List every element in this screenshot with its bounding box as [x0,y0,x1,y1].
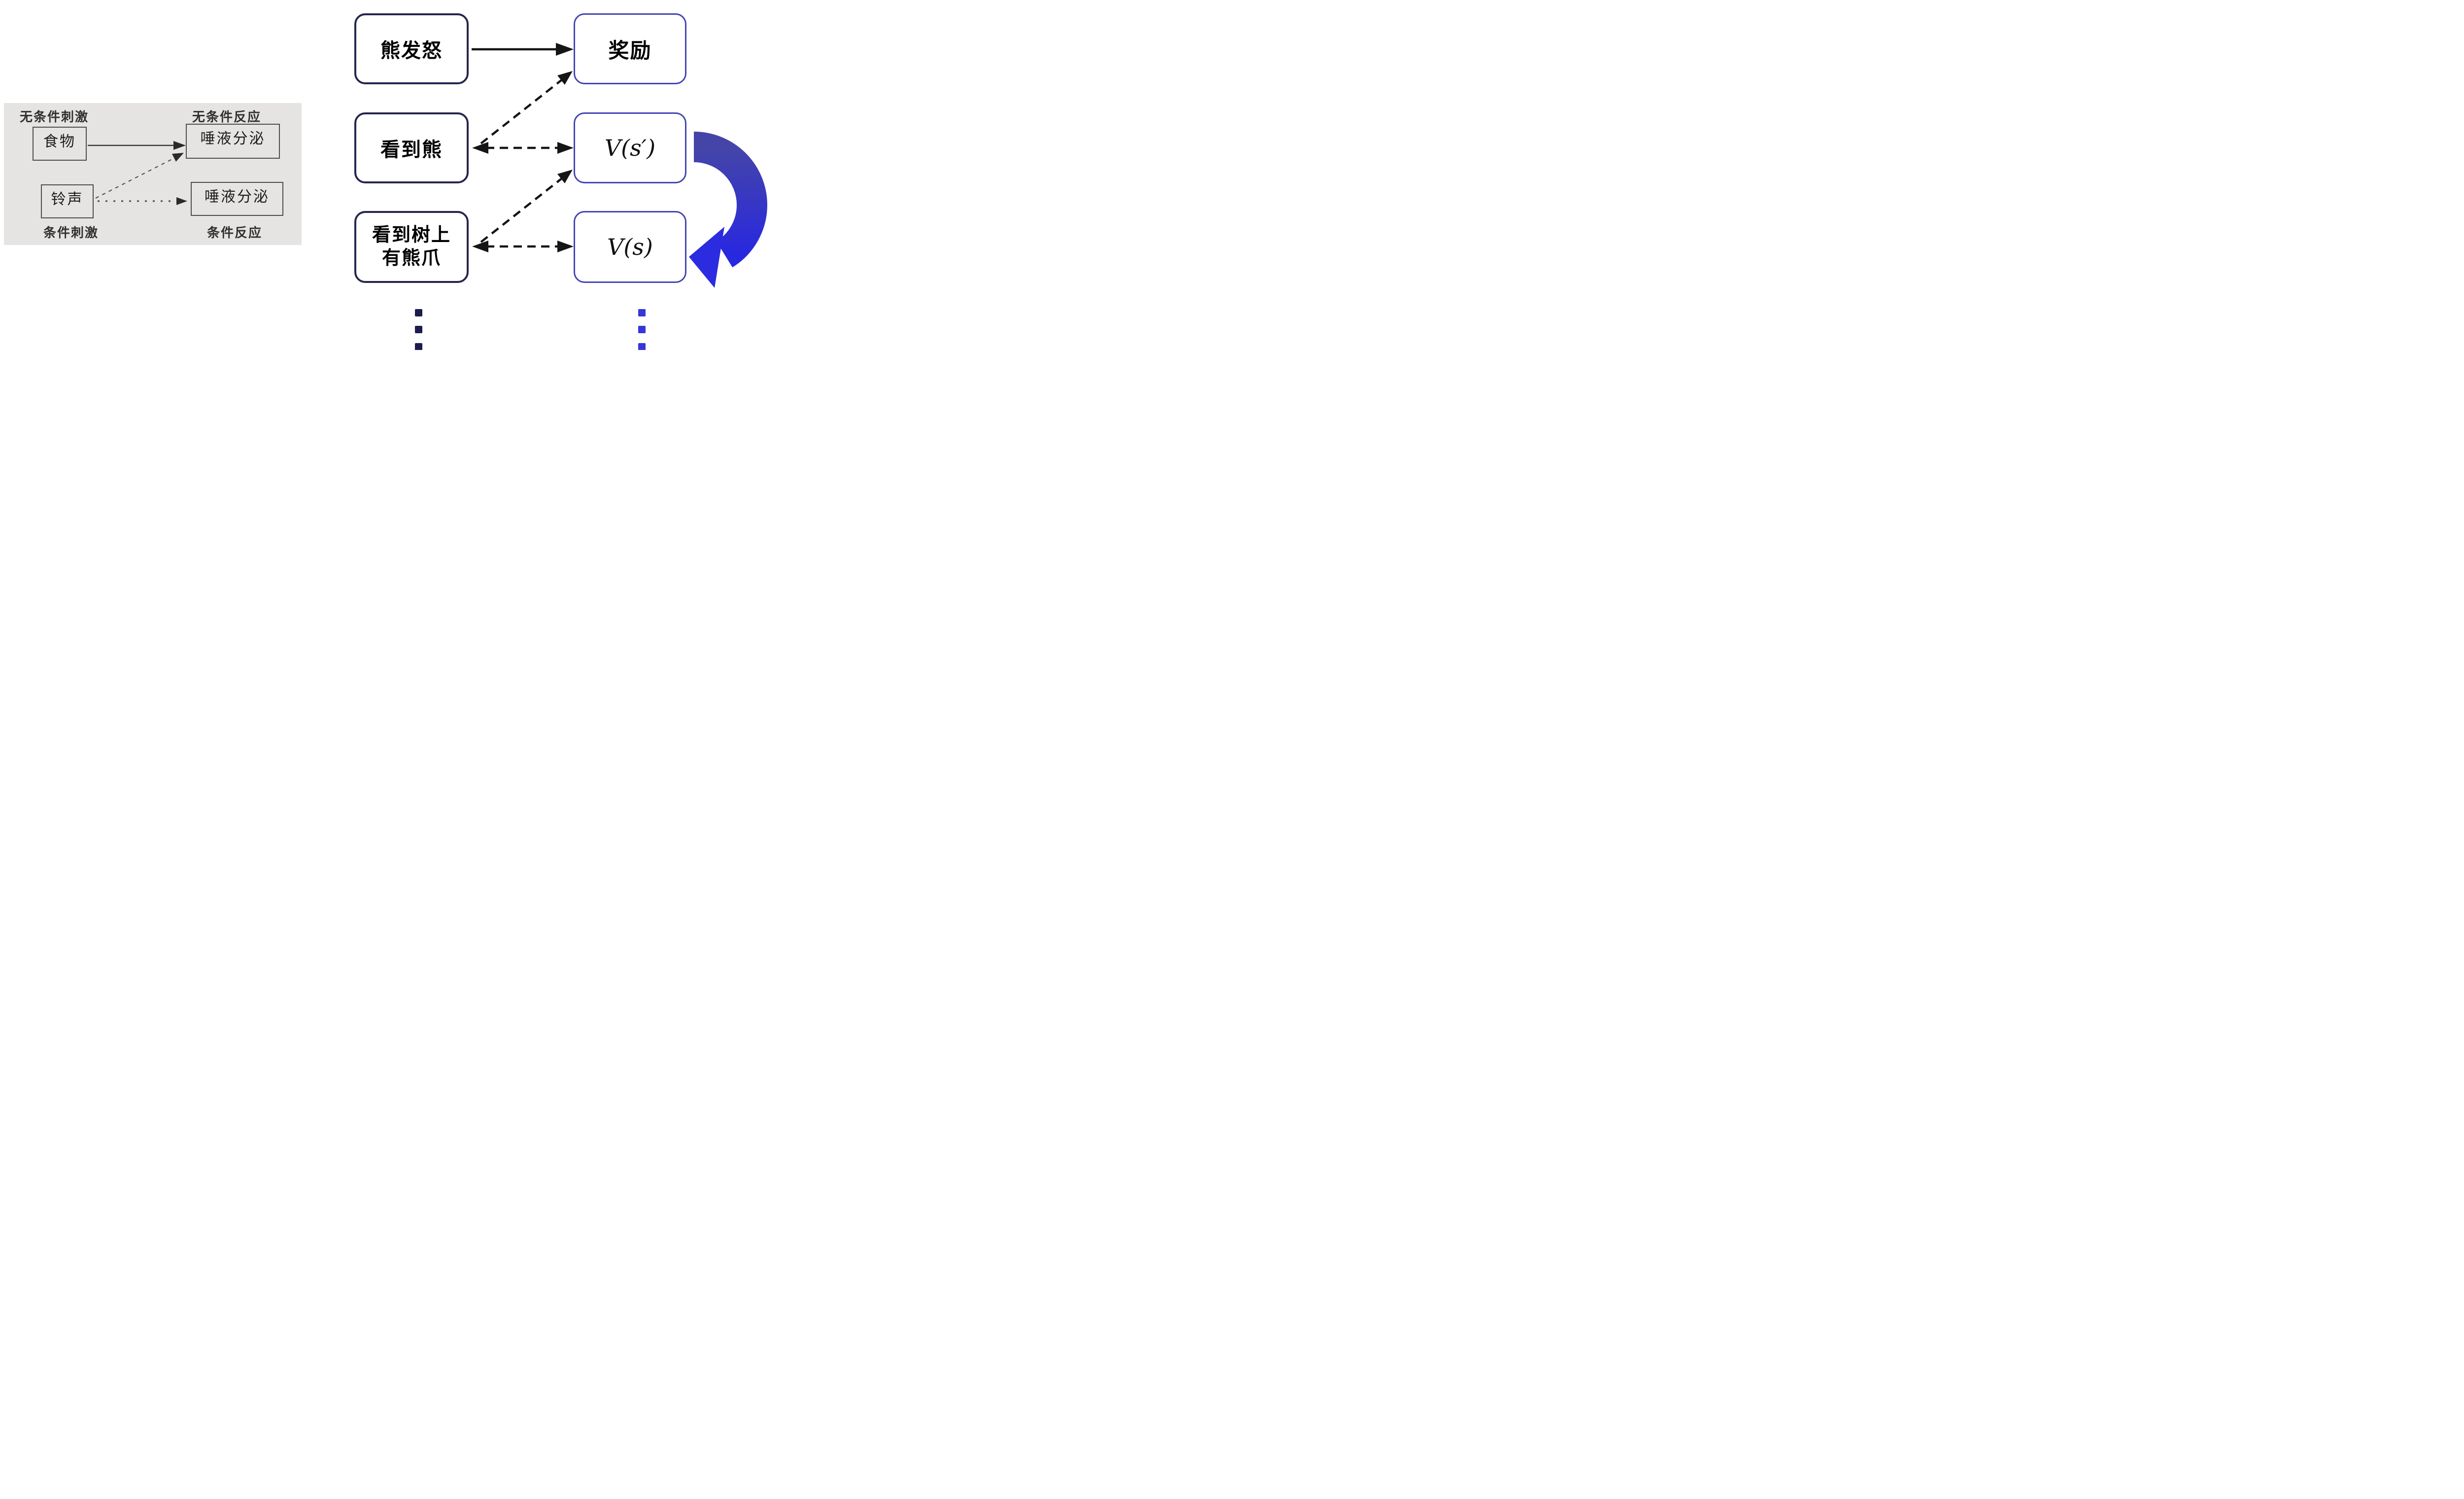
dashed-arrow-see-claw-to-vsprime [480,170,573,243]
node-see-bear-label: 看到熊 [380,139,443,161]
unconditioned-stimulus-label: 无条件刺激 [20,109,89,124]
dashed-arrow-bell-to-salivation-bottom [98,197,187,205]
node-v-s-label: V(s) [607,234,653,260]
arrow-bear-angry-to-reward [472,43,574,56]
ellipsis-dot [415,326,422,333]
node-see-claw-label: 看到树上 有熊爪 [372,224,451,271]
node-see-claw-line2: 有熊爪 [381,248,441,269]
dashed-arrow-see-bear-vsprime [472,142,574,154]
node-see-bear: 看到熊 [354,112,469,183]
diagram-canvas: 无条件刺激 无条件反应 食物 唾液分泌 铃声 唾液分泌 条件刺激 条件反应 [0,0,773,350]
dashed-arrow-see-bear-to-reward [480,71,573,144]
node-v-s-prime: V(s′) [574,112,686,183]
loop-arrow-icon [689,132,768,288]
node-v-s: V(s) [574,211,686,283]
node-v-s-prime-label: V(s′) [604,135,656,161]
node-see-claw-line1: 看到树上 [372,224,451,245]
unconditioned-response-label: 无条件反应 [192,109,262,124]
ellipsis-dot [638,326,646,333]
ellipsis-dot [415,343,422,350]
dashed-arrow-see-claw-vs [472,241,574,252]
node-bear-angry-label: 熊发怒 [380,40,443,62]
conditioned-response-label: 条件反应 [207,225,263,240]
food-box: 食物 [33,127,87,161]
pavlov-panel: 无条件刺激 无条件反应 食物 唾液分泌 铃声 唾液分泌 条件刺激 条件反应 [4,103,302,245]
node-see-claw: 看到树上 有熊爪 [354,211,469,283]
arrow-food-to-salivation [88,141,186,150]
ellipsis-dot [415,309,422,316]
salivation-box-top: 唾液分泌 [186,124,280,159]
node-bear-angry: 熊发怒 [354,13,469,84]
node-reward-label: 奖励 [608,39,652,63]
node-reward: 奖励 [574,13,686,84]
ellipsis-dot [638,343,646,350]
salivation-box-bottom: 唾液分泌 [191,182,283,216]
conditioned-stimulus-label: 条件刺激 [43,225,99,240]
dashed-arrow-bell-to-salivation-top [95,153,184,199]
ellipsis-dot [638,309,646,316]
bell-box: 铃声 [41,184,94,218]
